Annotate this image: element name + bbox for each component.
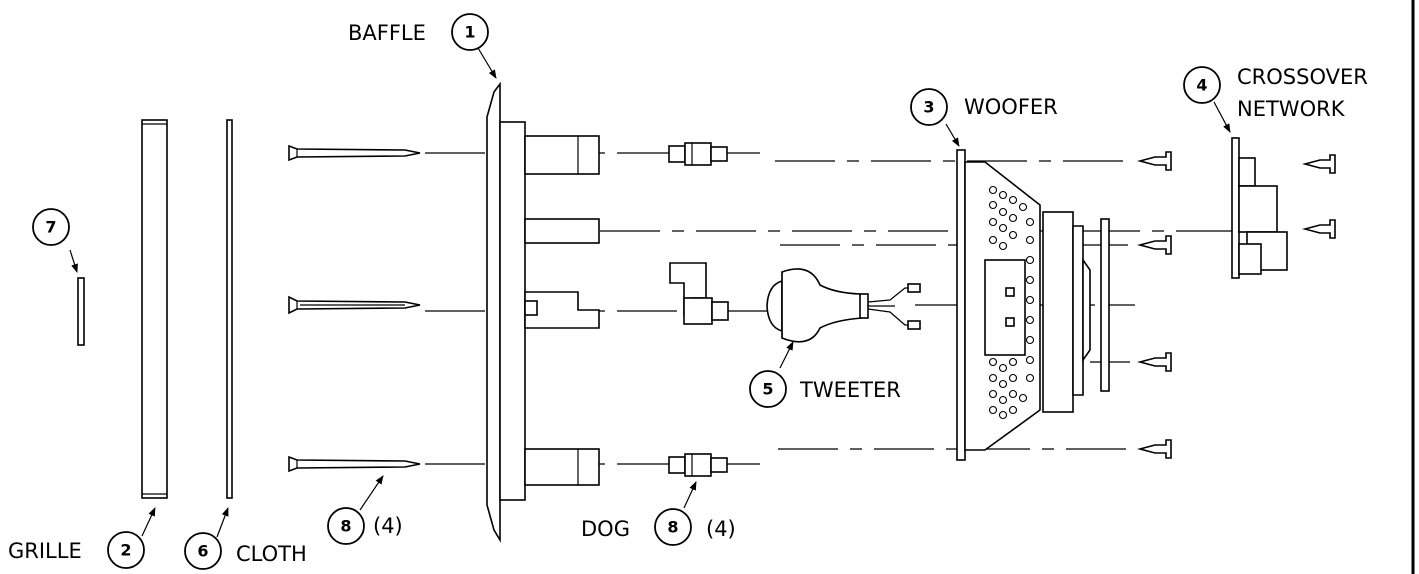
screw-top xyxy=(288,144,421,162)
svg-text:2: 2 xyxy=(120,541,131,560)
callout-6: 6 xyxy=(184,532,222,570)
callout-3: 3 xyxy=(910,88,948,126)
callout-8-screws: 8 xyxy=(327,507,365,545)
baffle-part xyxy=(486,81,600,543)
leader-lines xyxy=(69,47,1231,538)
label-cloth: CLOTH xyxy=(236,542,307,566)
label-woofer: WOOFER xyxy=(964,95,1058,119)
callout-8-dogs: 8 xyxy=(654,508,692,546)
dog-top xyxy=(668,142,728,166)
svg-text:8: 8 xyxy=(340,517,351,536)
label-baffle: BAFFLE xyxy=(348,21,426,45)
grille-part xyxy=(141,119,168,499)
woofer-part xyxy=(956,149,1110,461)
woofer-vent-holes xyxy=(988,185,1035,420)
callout-2: 2 xyxy=(107,531,145,569)
svg-text:6: 6 xyxy=(197,542,208,561)
callout-4: 4 xyxy=(1183,66,1221,104)
label-qty-screws: (4) xyxy=(373,514,403,538)
label-crossover-line1: CROSSOVER xyxy=(1237,65,1368,89)
label-dog: DOG xyxy=(581,517,630,541)
callout-5: 5 xyxy=(749,370,787,408)
part-7-strip xyxy=(77,277,85,346)
svg-text:1: 1 xyxy=(464,23,475,42)
screw-middle xyxy=(288,295,421,315)
callout-1: 1 xyxy=(451,13,489,51)
cloth-part xyxy=(226,119,233,499)
svg-text:8: 8 xyxy=(667,518,678,537)
label-crossover-line2: NETWORK xyxy=(1237,97,1346,121)
label-qty-dogs: (4) xyxy=(706,517,736,541)
small-screws xyxy=(1136,151,1336,459)
label-grille: GRILLE xyxy=(8,539,82,563)
svg-text:4: 4 xyxy=(1196,76,1207,95)
label-tweeter: TWEETER xyxy=(799,378,901,402)
dog-middle xyxy=(669,262,729,325)
svg-text:7: 7 xyxy=(45,218,56,237)
crossover-network-part xyxy=(1231,137,1288,279)
callout-7: 7 xyxy=(32,208,70,246)
dog-bottom xyxy=(668,453,728,477)
screw-bottom xyxy=(288,455,421,473)
svg-text:5: 5 xyxy=(762,380,773,399)
svg-text:3: 3 xyxy=(923,98,934,117)
tweeter-part xyxy=(766,268,921,343)
